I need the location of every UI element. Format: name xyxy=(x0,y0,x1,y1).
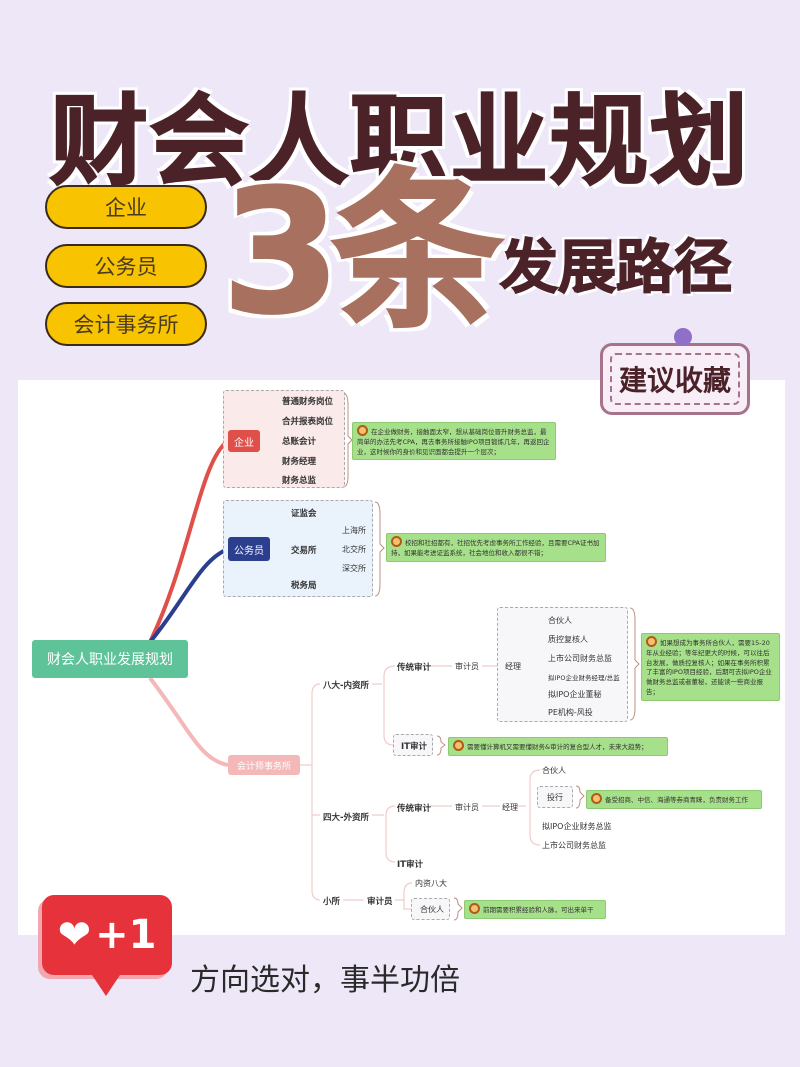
bookmark-sticker: 建议收藏 xyxy=(600,343,750,415)
headline-number: 3条 xyxy=(220,154,503,352)
civil-item: 税务局 xyxy=(291,581,317,591)
enterprise-item: 财务总监 xyxy=(282,476,317,486)
big8-item: 质控复核人 xyxy=(548,635,588,644)
civil-item: 交易所 xyxy=(291,546,317,556)
enterprise-item: 合并报表岗位 xyxy=(282,417,334,427)
like-badge[interactable]: ❤+1 xyxy=(42,895,172,975)
big4-item: 上市公司财务总监 xyxy=(542,841,606,850)
heart-icon: ❤ xyxy=(57,912,92,958)
pill-accounting-firm: 会计事务所 xyxy=(45,302,207,346)
big4-auditor: 审计员 xyxy=(455,803,479,812)
small-firm-node: 小所 xyxy=(323,897,341,907)
headline-text: 发展路径 xyxy=(499,232,733,302)
pill-civil-servant: 公务员 xyxy=(45,244,207,288)
big4-ib-box xyxy=(537,786,573,808)
big4-item: 投行 xyxy=(547,793,563,802)
badge-tail xyxy=(90,972,122,996)
big8-it-box xyxy=(393,734,433,756)
big4-node: 四大-外资所 xyxy=(323,813,370,823)
connector-civil xyxy=(148,547,229,644)
firm-node: 会计师事务所 xyxy=(228,755,300,775)
page-title: 财会人职业规划 xyxy=(49,84,750,200)
exchange-item: 北交所 xyxy=(342,545,366,554)
root-node: 财会人职业发展规划 xyxy=(32,640,188,678)
like-count: +1 xyxy=(95,912,157,958)
big8-audit: 传统审计 xyxy=(397,663,432,673)
connector-enterprise xyxy=(148,439,230,643)
pill-enterprise: 企业 xyxy=(45,185,207,229)
enterprise-item: 普通财务岗位 xyxy=(282,397,334,407)
big4-item: 拟IPO企业财务总监 xyxy=(542,822,612,831)
enterprise-item: 财务经理 xyxy=(282,457,317,467)
pin-icon xyxy=(674,328,692,346)
sticker-label: 建议收藏 xyxy=(618,364,731,397)
big4-item: 合伙人 xyxy=(542,766,566,775)
small-note: 前期需要积累经验和人脉，可出来单干 xyxy=(464,900,606,919)
big4-manager: 经理 xyxy=(502,803,518,812)
big4-ib-note: 备受招商、中信、海通等券商青睐，负责财务工作 xyxy=(586,790,762,809)
small-auditor: 审计员 xyxy=(367,897,393,907)
big8-node: 八大-内资所 xyxy=(323,681,370,691)
slogan: 方向选对，事半功倍 xyxy=(190,963,460,998)
big8-manager: 经理 xyxy=(505,662,521,671)
big8-auditor: 审计员 xyxy=(455,662,479,671)
big8-career-group xyxy=(497,607,628,722)
big8-item: PE机构-风投 xyxy=(548,708,593,717)
big8-item: 拟IPO企业财务经理/总监 xyxy=(548,674,620,682)
enterprise-item: 总账会计 xyxy=(282,437,317,447)
big8-item: 合伙人 xyxy=(548,616,572,625)
exchange-item: 深交所 xyxy=(342,564,366,573)
exchange-item: 上海所 xyxy=(342,526,366,535)
big8-item: 拟IPO企业董秘 xyxy=(548,690,602,699)
civil-note: 校招和社招都有，社招优先考虑事务所工作经验，且需要CPA证书加持，如果能考进证监… xyxy=(386,533,606,562)
small-item: 内资八大 xyxy=(415,879,447,888)
big8-item: 上市公司财务总监 xyxy=(548,654,612,663)
small-item: 合伙人 xyxy=(420,905,444,914)
small-partner-box xyxy=(411,898,450,920)
big8-note: 如果想成为事务所合伙人，需要15-20年从业经验；等年纪更大的时候，可以往后台发… xyxy=(641,633,780,701)
civil-node: 公务员 xyxy=(228,537,270,561)
big4-audit: 传统审计 xyxy=(397,804,432,814)
enterprise-node: 企业 xyxy=(228,430,260,452)
big8-it: IT审计 xyxy=(401,742,427,752)
enterprise-note: 在企业做财务，接触面太窄，想从基础岗位晋升财务总监，最简单的办法先考CPA，再去… xyxy=(352,422,556,461)
civil-item: 证监会 xyxy=(291,509,317,519)
big4-it: IT审计 xyxy=(397,860,423,870)
big8-it-note: 需要懂计算机又需要懂财务&审计的复合型人才，未来大趋势； xyxy=(448,737,668,756)
connector-firm xyxy=(148,676,229,767)
